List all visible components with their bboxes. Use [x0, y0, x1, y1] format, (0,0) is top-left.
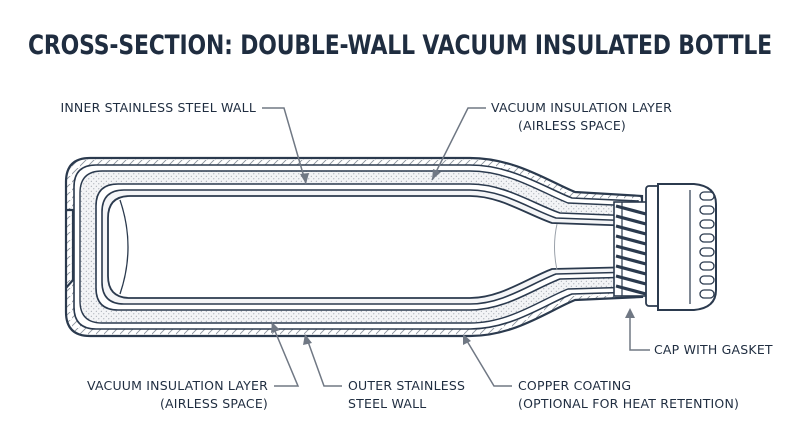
shoulder-line [554, 223, 558, 271]
label-copper-1: COPPER COATING [518, 378, 631, 393]
leader-lines [262, 107, 650, 387]
label-vacuum-bottom-1: VACUUM INSULATION LAYER [87, 378, 268, 393]
label-vacuum-bottom-2: (AIRLESS SPACE) [160, 396, 268, 411]
label-vacuum-top-1: VACUUM INSULATION LAYER [491, 100, 672, 115]
leader-inner-wall [262, 107, 307, 185]
label-copper-2: (OPTIONAL FOR HEAT RETENTION) [518, 396, 739, 411]
page-title: CROSS-SECTION: DOUBLE-WALL VACUUM INSULA… [28, 30, 772, 61]
label-outer-wall-1: OUTER STAINLESS [348, 378, 465, 393]
cap [645, 183, 717, 311]
label-inner-wall: INNER STAINLESS STEEL WALL [61, 100, 257, 115]
interior-cavity [107, 195, 637, 299]
leader-vacuum-bottom [271, 323, 300, 387]
leader-outer-wall [305, 335, 342, 387]
label-cap: CAP WITH GASKET [654, 342, 773, 357]
label-vacuum-top-2: (AIRLESS SPACE) [518, 118, 626, 133]
leader-copper [463, 335, 512, 387]
label-outer-wall-2: STEEL WALL [348, 396, 426, 411]
bottle-body [64, 156, 644, 338]
neck-threads [613, 201, 649, 297]
leader-cap [629, 312, 650, 351]
leader-vacuum-top [431, 107, 486, 181]
base-curve [119, 199, 129, 295]
